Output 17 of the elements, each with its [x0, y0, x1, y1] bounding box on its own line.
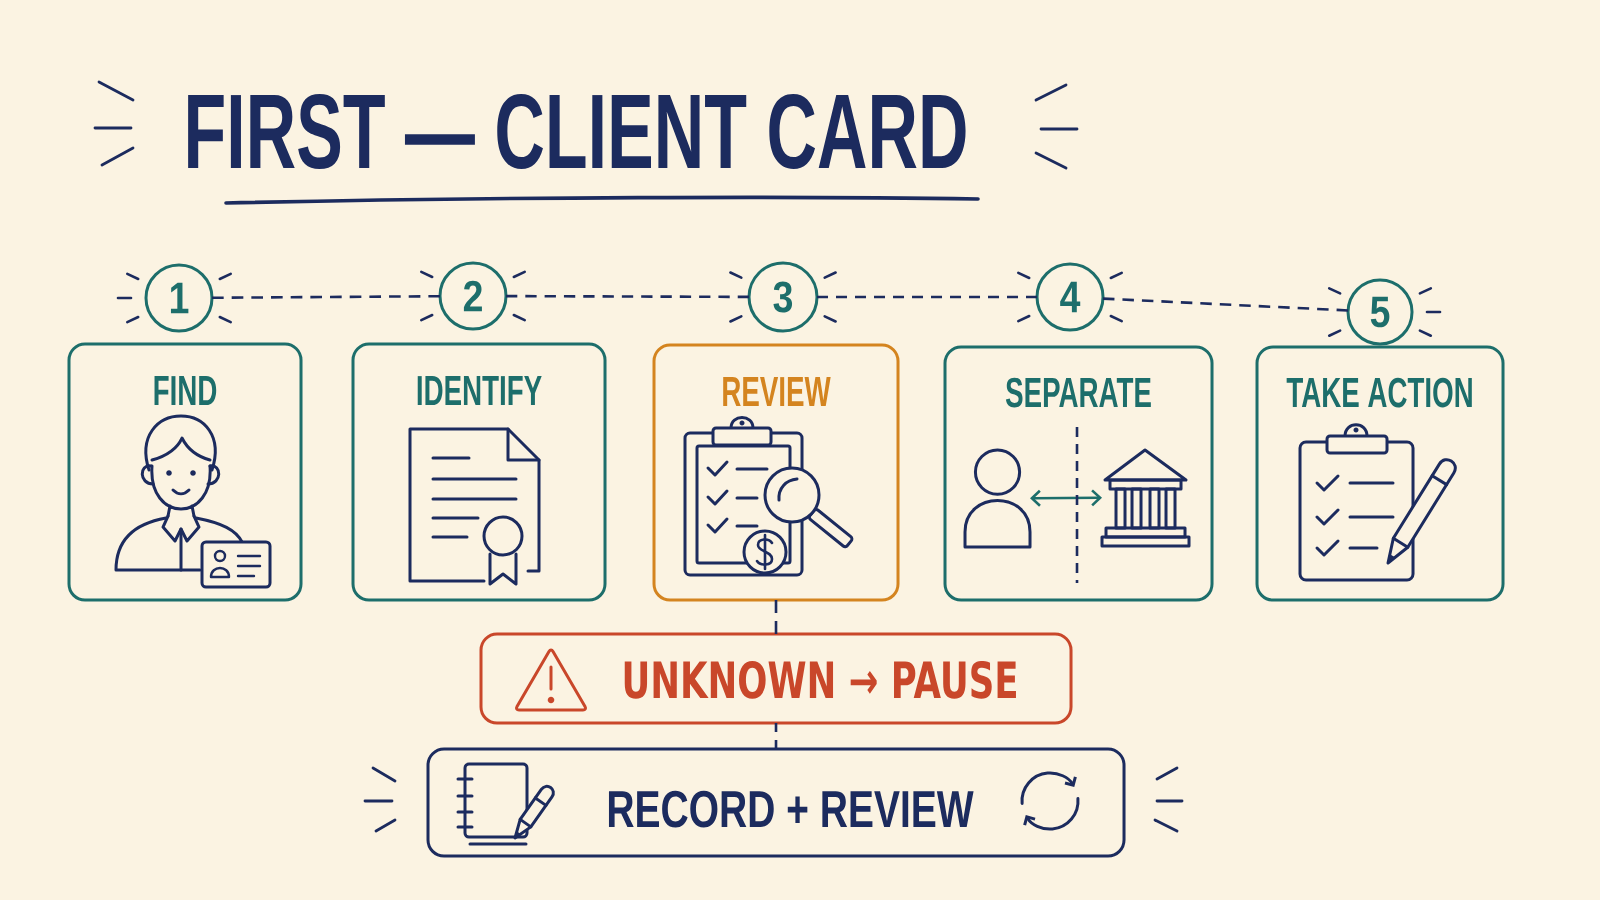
- step-card: SEPARATE: [943, 345, 1214, 602]
- step-card: FIND: [67, 342, 303, 602]
- step-card: REVIEW: [652, 343, 900, 602]
- alert-box: UNKNOWN → PAUSE: [479, 632, 1073, 725]
- bank-icon: [1100, 448, 1191, 548]
- person-icon: [963, 448, 1032, 549]
- action-box: RECORD + REVIEW: [426, 747, 1126, 858]
- double-arrow: [1030, 489, 1102, 507]
- step-card: TAKE ACTION: [1255, 345, 1505, 602]
- step-card: IDENTIFY: [351, 342, 607, 602]
- dashed-connector: [212, 294, 440, 300]
- dashed-connector: [1102, 297, 1349, 312]
- dashed-connector: [817, 295, 1037, 299]
- dashed-connector: [506, 294, 749, 299]
- dashed-connector: [774, 600, 778, 634]
- dashed-connector: [774, 723, 778, 749]
- title: FIRST — CLIENT CARD: [188, 94, 966, 170]
